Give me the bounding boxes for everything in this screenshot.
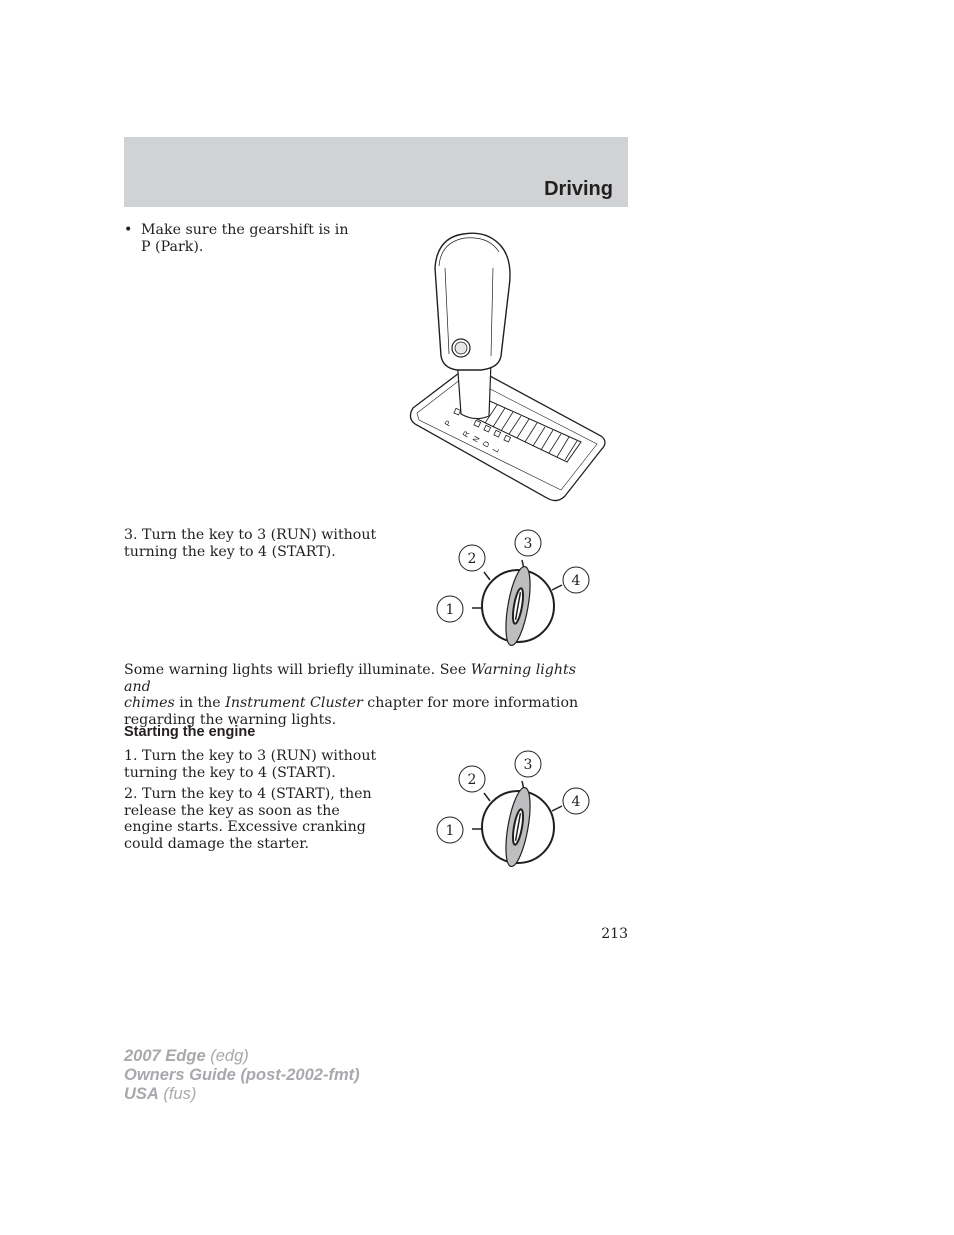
document-footer: 2007 Edge (edg) Owners Guide (post-2002-… [124, 1047, 360, 1104]
ignition-position-2: 2 [468, 772, 477, 788]
warning-line-1: Some warning lights will briefly illumin… [124, 662, 604, 695]
footer-model: 2007 Edge [124, 1047, 206, 1065]
step-2-line-4: could damage the starter. [124, 835, 309, 852]
section-header-band: Driving [124, 137, 628, 207]
ignition-position-3: 3 [524, 757, 533, 773]
warning-lights-reference: Warning lights and [124, 662, 577, 695]
step-1-line-1: 1. Turn the key to 3 (RUN) without [124, 748, 377, 764]
page-number: 213 [601, 926, 628, 942]
ignition-diagram-bottom: 1 2 3 4 [436, 750, 590, 868]
starting-engine-heading: Starting the engine [124, 724, 256, 740]
gear-label-l: L [491, 445, 501, 454]
gear-label-d: D [481, 439, 492, 449]
chimes-reference: chimes [124, 695, 175, 712]
gear-label-p: P [443, 419, 453, 428]
bullet-dot: • [124, 222, 133, 238]
ignition-position-4: 4 [572, 794, 581, 810]
ignition-position-2: 2 [468, 551, 477, 567]
footer-market: USA [124, 1085, 159, 1103]
section-title: Driving [544, 178, 613, 200]
warning-text: chapter for more information [362, 695, 579, 712]
footer-market-code: (fus) [158, 1085, 197, 1103]
step-1-line-2: turning the key to 4 (START). [124, 764, 336, 781]
warning-lights-paragraph: Some warning lights will briefly illumin… [124, 662, 604, 728]
ignition-key-slot [505, 565, 531, 647]
start-step-2: 2. Turn the key to 4 (START), then relea… [124, 786, 394, 852]
ignition-position-1: 1 [446, 602, 455, 618]
run-instruction-line-2: turning the key to 4 (START). [124, 543, 336, 560]
gear-label-n: N [471, 434, 482, 444]
warning-line-2: chimes in the Instrument Cluster chapter… [124, 695, 604, 712]
bullet-line-1: Make sure the gearshift is in [141, 222, 349, 238]
warning-line-3: regarding the warning lights. [124, 711, 337, 728]
step-2-line-3: engine starts. Excessive cranking [124, 819, 366, 836]
ignition-position-3: 3 [524, 536, 533, 552]
bullet-text: Make sure the gearshift is in P (Park). [141, 222, 371, 255]
step-2-line-2: release the key as soon as the [124, 802, 340, 819]
footer-line-2: Owners Guide (post-2002-fmt) [124, 1066, 360, 1085]
instrument-cluster-reference: Instrument Cluster [225, 695, 363, 712]
ignition-key-slot [505, 786, 531, 868]
ignition-diagram-top: 1 2 3 4 [436, 529, 590, 647]
gearshift-illustration: P R N D L [409, 232, 606, 502]
bullet-line-2: P (Park). [141, 238, 204, 255]
ignition-position-4: 4 [572, 573, 581, 589]
gear-label-r: R [461, 429, 472, 439]
run-instruction: 3. Turn the key to 3 (RUN) without turni… [124, 527, 394, 560]
ignition-position-1: 1 [446, 823, 455, 839]
step-2-line-1: 2. Turn the key to 4 (START), then [124, 786, 372, 802]
footer-guide: Owners Guide (post-2002-fmt) [124, 1066, 360, 1084]
warning-text: Some warning lights will briefly illumin… [124, 662, 471, 678]
warning-text: in the [174, 695, 226, 712]
footer-line-3: USA (fus) [124, 1085, 360, 1104]
run-instruction-line-1: 3. Turn the key to 3 (RUN) without [124, 527, 377, 543]
footer-line-1: 2007 Edge (edg) [124, 1047, 360, 1066]
footer-model-code: (edg) [205, 1047, 249, 1065]
start-step-1: 1. Turn the key to 3 (RUN) without turni… [124, 748, 394, 781]
